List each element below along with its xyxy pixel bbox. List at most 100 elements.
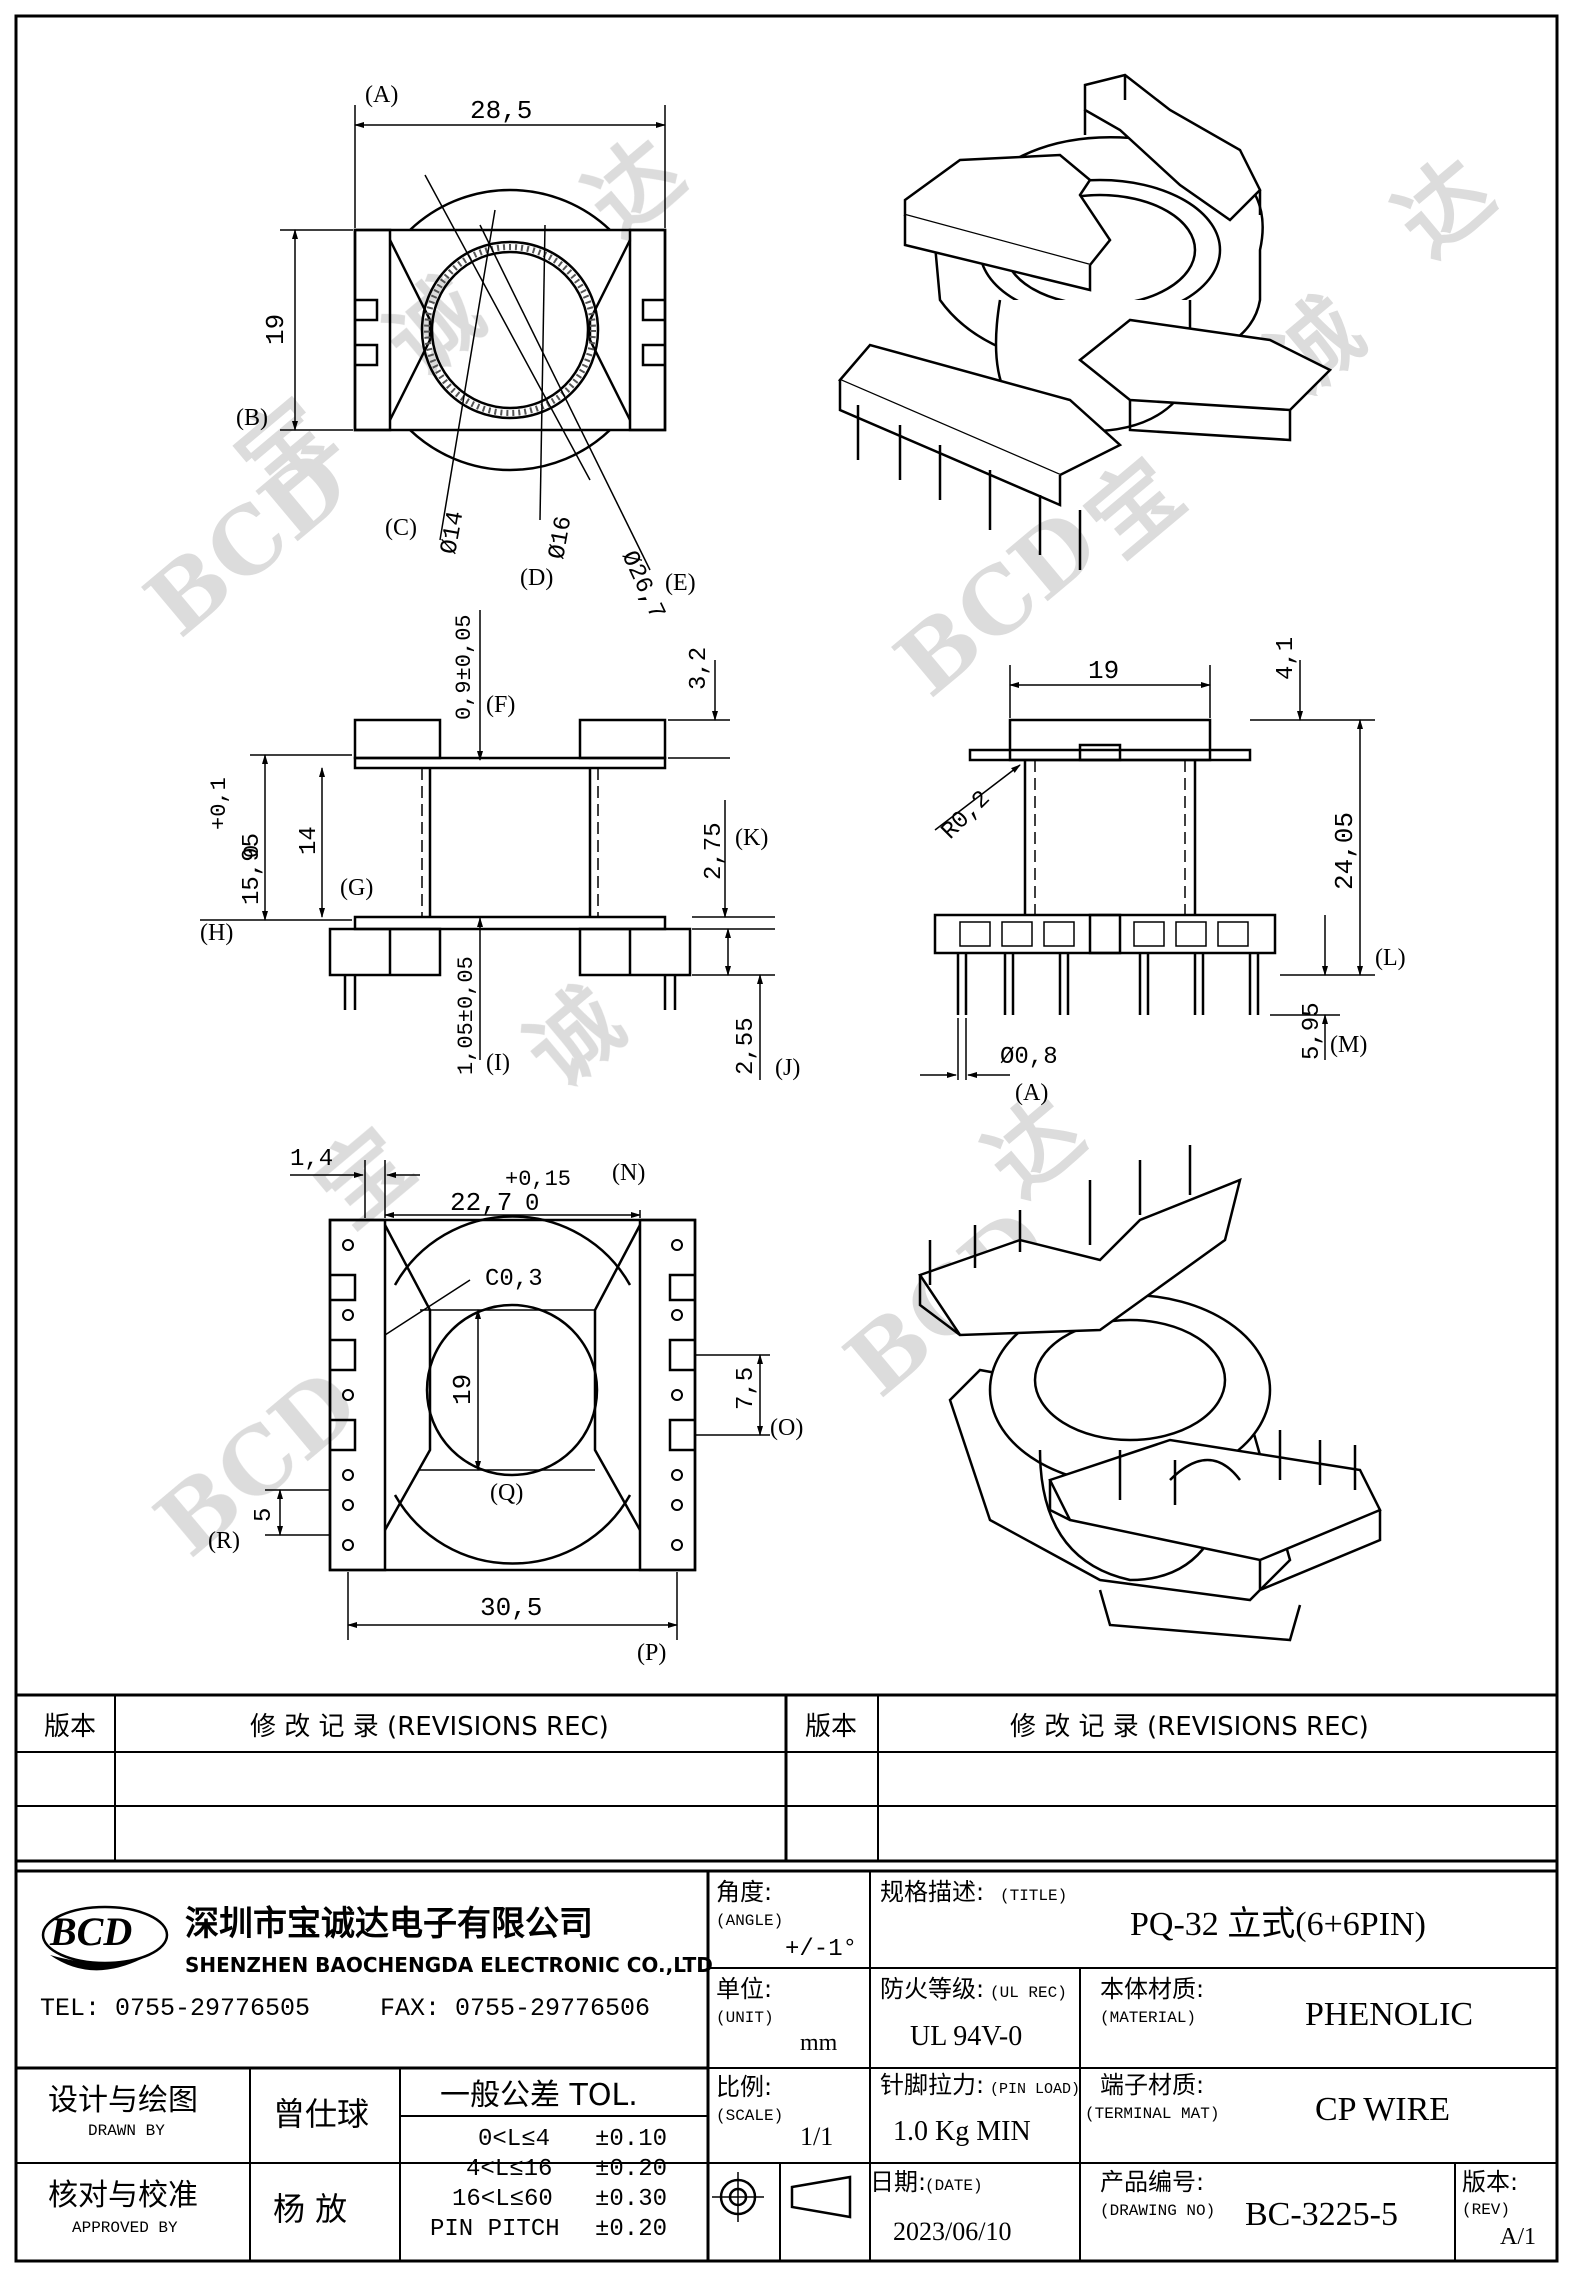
- ref-label: (M): [1330, 1032, 1367, 1058]
- watermark-text: 达: [1376, 138, 1513, 277]
- company-tel: TEL: 0755-29776505: [40, 1994, 310, 2023]
- date-value: 2023/06/10: [893, 2217, 1011, 2246]
- company-name-en: SHENZHEN BAOCHENGDA ELECTRONIC CO.,LTD: [185, 1953, 713, 1977]
- ref-label: (P): [637, 1640, 666, 1666]
- ref-label: (H): [200, 920, 233, 946]
- tolerance-range: 16<L≤60: [452, 2186, 553, 2213]
- approved-label-en: APPROVED BY: [72, 2219, 178, 2237]
- watermark-text: BCD: [876, 489, 1118, 716]
- projection-symbol-icon: [712, 2172, 852, 2222]
- title-label: 规格描述:: [880, 1878, 984, 1906]
- watermark: BCD 宝 诚 达 BCD 宝 诚 达 BCD 宝 诚 BCD 达: [126, 118, 1513, 1577]
- dim-label: 15,95: [239, 833, 266, 905]
- tolerance-range: 0<L≤4: [478, 2126, 550, 2153]
- title-label-en: (TITLE): [1000, 1887, 1067, 1905]
- scale-label-en: (SCALE): [716, 2107, 783, 2125]
- drawn-label-en: DRAWN BY: [88, 2122, 165, 2140]
- dim-label: 1,4: [290, 1146, 333, 1173]
- drawing-no-label: 产品编号:: [1100, 2168, 1204, 2196]
- dim-label: 30,5: [480, 1593, 542, 1623]
- dim-label: 19: [448, 1374, 478, 1405]
- dim-label: 2,75: [701, 822, 728, 880]
- dim-label: +0,15: [505, 1167, 571, 1192]
- drawing-no-label-en: (DRAWING NO): [1100, 2202, 1215, 2220]
- tolerance-rows: 0<L≤4 ±0.10 4<L≤16 ±0.20 16<L≤60 ±0.30 P…: [430, 2126, 667, 2243]
- ref-label: (N): [612, 1160, 645, 1186]
- dim-label: 5,95: [1299, 1002, 1326, 1060]
- dim-label: 2,55: [733, 1017, 760, 1075]
- ref-label: (F): [486, 692, 515, 718]
- top-view: [280, 105, 667, 571]
- ref-label: (A): [365, 82, 398, 108]
- dim-label: 5: [251, 1508, 278, 1522]
- front-view: [200, 610, 775, 1080]
- dim-label: 4,1: [1273, 637, 1300, 680]
- dim-label: Ø0,8: [1000, 1044, 1058, 1071]
- bottom-view: [265, 1160, 770, 1640]
- angle-value: +/-1°: [785, 1936, 857, 1963]
- unit-label: 单位:: [716, 1975, 772, 2003]
- side-view: [920, 660, 1375, 1080]
- rev-value: A/1: [1500, 2224, 1536, 2250]
- ref-label: (G): [340, 875, 373, 901]
- dim-label: 28,5: [470, 96, 532, 126]
- dim-label: 22,7: [450, 1188, 512, 1218]
- title-block: [14, 1869, 1559, 2263]
- terminal-value: CP WIRE: [1315, 2091, 1450, 2128]
- tolerance-value: ±0.20: [595, 2156, 667, 2183]
- dim-label: 0,9±0,05: [452, 614, 477, 720]
- rev-label-en: (REV): [1462, 2201, 1510, 2219]
- dim-label: Ø16: [544, 514, 578, 561]
- dim-label: C0,3: [485, 1266, 543, 1293]
- unit-label-en: (UNIT): [716, 2009, 774, 2027]
- terminal-label-en: (TERMINAL MAT): [1085, 2105, 1219, 2123]
- ref-label: (I): [486, 1050, 510, 1076]
- ref-label: (A): [1015, 1080, 1048, 1106]
- ref-label: (C): [385, 515, 417, 541]
- pin-load-value: 1.0 Kg MIN: [893, 2116, 1031, 2147]
- tolerance-value: ±0.20: [595, 2216, 667, 2243]
- drawn-label: 设计与绘图: [48, 2083, 198, 2118]
- revisions-header-record: 修 改 记 录 (REVISIONS REC): [1010, 1712, 1369, 1742]
- approved-label: 核对与校准: [48, 2178, 198, 2213]
- dim-label: 0: [240, 845, 265, 858]
- rev-label: 版本:: [1462, 2168, 1518, 2196]
- watermark-text: BCD: [136, 1349, 378, 1576]
- tolerance-value: ±0.30: [595, 2186, 667, 2213]
- dim-label: 7,5: [733, 1367, 760, 1410]
- watermark-text: 达: [566, 118, 703, 257]
- dim-label: 19: [261, 314, 291, 345]
- tolerance-range: 4<L≤16: [466, 2156, 552, 2183]
- angle-label: 角度:: [716, 1878, 772, 1906]
- ref-label: (R): [208, 1528, 240, 1554]
- material-value: PHENOLIC: [1305, 1996, 1473, 2033]
- material-label-en: (MATERIAL): [1100, 2009, 1196, 2027]
- company-name-cn: 深圳市宝诚达电子有限公司: [185, 1904, 593, 1944]
- ref-label: (Q): [490, 1480, 523, 1506]
- dim-label: 0: [525, 1191, 539, 1218]
- dim-label: 3,2: [686, 647, 713, 690]
- ul-label-en: (UL REC): [990, 1984, 1067, 2002]
- date-label: 日期:: [870, 2168, 926, 2196]
- ul-label: 防火等级:: [880, 1975, 984, 2003]
- dim-label: Ø26,7: [615, 547, 670, 624]
- terminal-label: 端子材质:: [1100, 2071, 1204, 2099]
- tolerance-range: PIN PITCH: [430, 2216, 560, 2243]
- pin-load-label-en: (PIN LOAD): [990, 2081, 1080, 2098]
- dim-label: R0,2: [937, 786, 997, 846]
- ref-label: (E): [665, 570, 696, 596]
- dim-label: 19: [1088, 656, 1119, 686]
- tolerance-title: 一般公差 TOL.: [440, 2078, 638, 2113]
- revisions-header-record: 修 改 记 录 (REVISIONS REC): [250, 1712, 609, 1742]
- dim-label: 1,05±0,05: [454, 956, 479, 1075]
- logo-text: BCD: [49, 1909, 132, 1954]
- revisions-header-version: 版本: [44, 1712, 96, 1742]
- ref-label: (B): [236, 405, 268, 431]
- revisions-header-version: 版本: [805, 1712, 857, 1742]
- dim-label: 14: [296, 826, 323, 855]
- iso-pins-bottom: [928, 1145, 1357, 1505]
- title-value: PQ-32 立式(6+6PIN): [1130, 1905, 1426, 1943]
- material-label: 本体材质:: [1100, 1975, 1204, 2003]
- iso-view-top: [837, 73, 1333, 507]
